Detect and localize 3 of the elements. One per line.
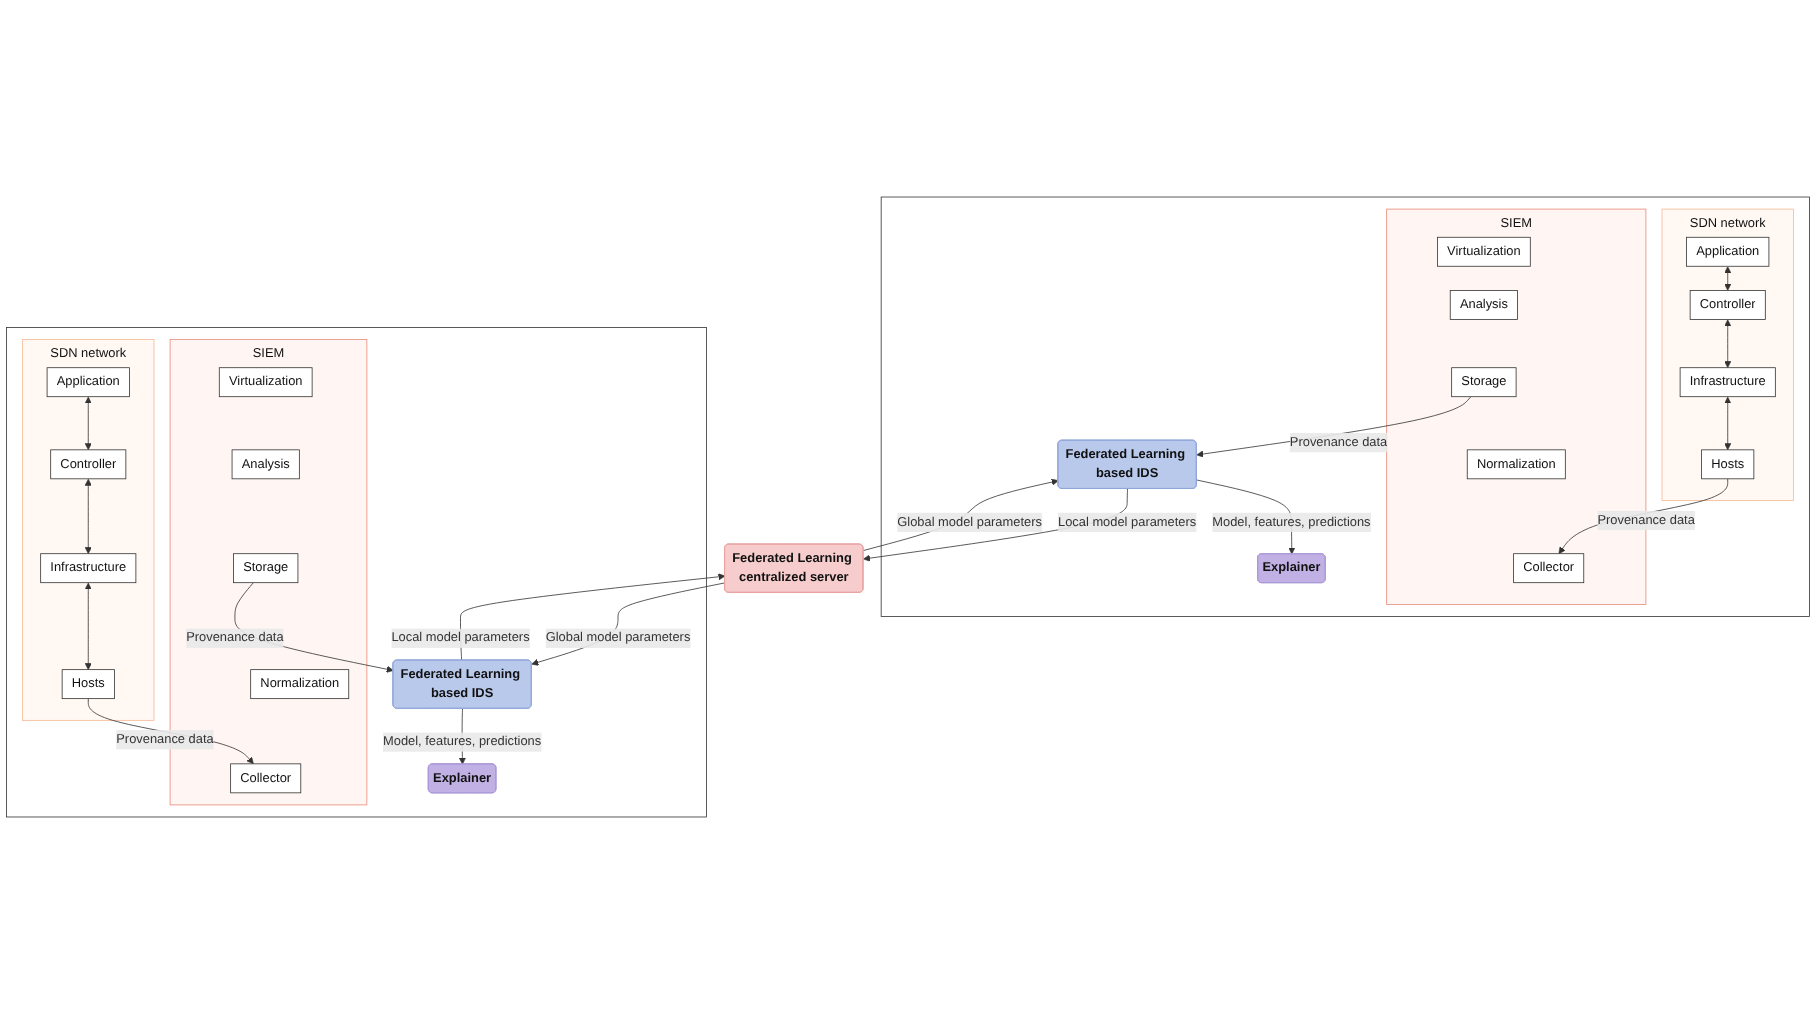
cluster <box>6 327 707 818</box>
cluster <box>880 196 1810 617</box>
arrow <box>1724 266 1732 291</box>
